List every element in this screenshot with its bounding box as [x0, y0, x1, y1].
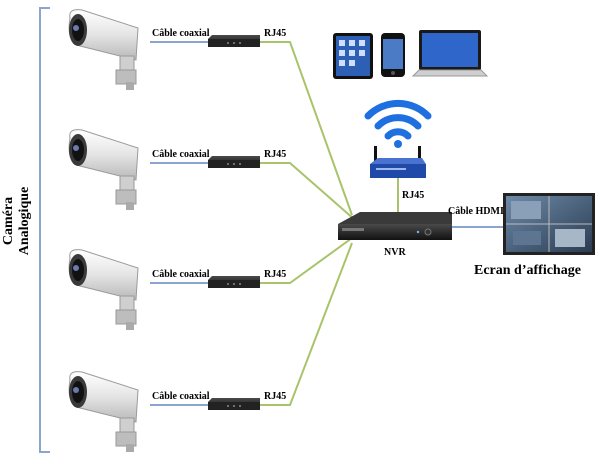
cctv-bullet-camera-icon [68, 371, 139, 452]
wifi-signal-icon [364, 99, 432, 148]
rj45-label-4: RJ45 [264, 391, 287, 402]
coax-label-4: Câble coaxial [152, 391, 210, 402]
wifi-router-icon [370, 146, 426, 178]
rj45-label-1: RJ45 [264, 28, 287, 39]
camera-group-label: Caméra Analogique [1, 166, 33, 276]
video-balun-converter-icon [208, 156, 260, 168]
hdmi-label: Câble HDMI [448, 206, 504, 217]
video-balun-converter-icon [208, 276, 260, 288]
rj45-line-1 [260, 41, 353, 216]
camera-group-label-line2: Analogique [17, 186, 32, 256]
camera-group-bracket [39, 7, 50, 453]
camera-group-label-line1: Caméra [1, 196, 16, 246]
video-balun-converter-icon [208, 398, 260, 410]
cctv-bullet-camera-icon [68, 9, 139, 90]
coax-label-2: Câble coaxial [152, 149, 210, 160]
rj45-line-4 [260, 242, 353, 406]
rj45-router-label: RJ45 [402, 190, 425, 201]
rj45-label-2: RJ45 [264, 149, 287, 160]
screen-label: Ecran d’affichage [474, 263, 581, 278]
cctv-bullet-camera-icon [68, 129, 139, 210]
coax-label-3: Câble coaxial [152, 269, 210, 280]
coax-label-1: Câble coaxial [152, 28, 210, 39]
rj45-label-3: RJ45 [264, 269, 287, 280]
display-monitor-icon [503, 193, 595, 255]
cctv-bullet-camera-icon [68, 249, 139, 330]
network-lines [260, 41, 399, 406]
nvr-label: NVR [384, 247, 406, 258]
rj45-line-2 [260, 162, 356, 221]
laptop-icon [411, 30, 489, 77]
video-balun-converter-icon [208, 35, 260, 47]
rj45-line-3 [260, 237, 353, 284]
tablet-icon [333, 33, 373, 79]
coax-lines [150, 41, 503, 406]
smartphone-icon [381, 33, 405, 77]
nvr-recorder-icon [338, 212, 452, 240]
